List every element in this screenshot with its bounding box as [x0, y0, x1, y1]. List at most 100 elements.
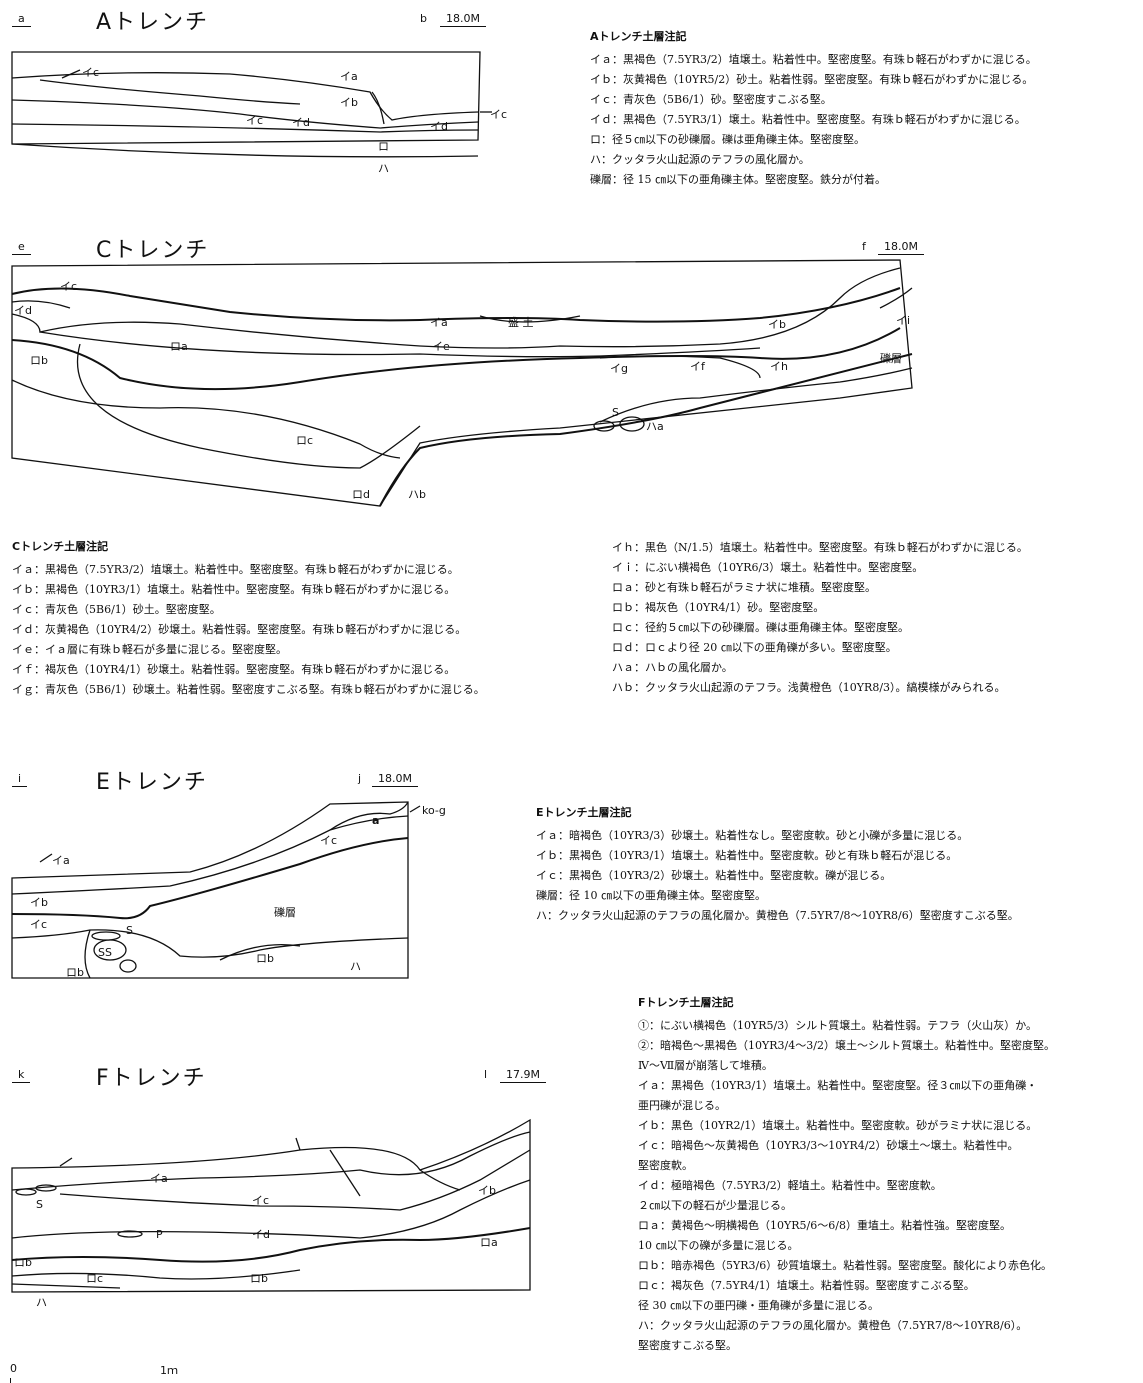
trench-a-start-point: a: [12, 12, 31, 27]
trench-a-label-ha: ハ: [378, 162, 389, 175]
trench-e-boundary-6: [329, 801, 409, 831]
trench-f-end-point: l: [484, 1068, 488, 1081]
trench-c-legend-right: イｈ：黒色（N/1.5）埴壌土。粘着性中。堅密度堅。有珠ｂ軽石がわずかに混じる。…: [612, 538, 1028, 698]
legend-entry: ハｂ：クッタラ火山起源のテフラ。浅黄橙色（10YR8/3）。縞模様がみられる。: [612, 681, 1006, 694]
legend-entry: ①：にぶい横褐色（10YR5/3）シルト質壌土。粘着性弱。テフラ（火山灰）か。: [638, 1019, 1038, 1032]
trench-f-boundary-5: [11, 1269, 301, 1280]
legend-entry: ②：暗褐色～黒褐色（10YR3/4～3/2）壌土～シルト質壌土。粘着性中。堅密度…: [638, 1039, 1055, 1052]
trench-a-legend: Aトレンチ土層注記 イａ：黒褐色（7.5YR3/2）埴壌土。粘着性中。堅密度堅。…: [590, 28, 1037, 190]
legend-entry: ロｂ：暗赤褐色（5YR3/6）砂質埴壌土。粘着性弱。堅密度堅。酸化により赤色化。: [638, 1259, 1053, 1272]
trench-a-section: イc イa イb イc イd イd イc ロ ハ: [11, 51, 507, 175]
legend-entry: イｂ：黒色（10YR2/1）埴壌土。粘着性中。堅密度軟。砂がラミナ状に混じる。: [638, 1119, 1038, 1132]
trench-e-label-ib: イb: [30, 896, 48, 909]
legend-entry: イｃ：暗褐色～灰黄褐色（10YR3/3～10YR4/2）砂壌土～壌土。粘着性中。: [638, 1139, 1019, 1152]
trench-c-legend-title: Cトレンチ土層注記: [12, 540, 109, 553]
legend-entry: ハ：クッタラ火山起源のテフラの風化層か。: [590, 153, 810, 166]
trench-c-label-ic: イc: [60, 280, 77, 293]
trench-f-section: イa イb イc イd ロa ロb ロb ロc ハ S P: [11, 1118, 531, 1309]
trench-f-outline: [11, 1118, 531, 1293]
trench-f-label-roc: ロc: [86, 1272, 103, 1285]
legend-entry: 亜円礫が混じる。: [638, 1099, 726, 1112]
trench-e-elevation: 18.0M: [372, 772, 418, 787]
trench-f-legend: Fトレンチ土層注記 ①：にぶい横褐色（10YR5/3）シルト質壌土。粘着性弱。テ…: [638, 994, 1055, 1356]
trench-e-label-ic-left: イc: [30, 918, 47, 931]
legend-entry: イｉ：にぶい横褐色（10YR6/3）壌土。粘着性中。堅密度堅。: [612, 561, 924, 574]
trench-c-outline: [11, 259, 913, 507]
trench-e-boundary-2: [11, 837, 409, 920]
trench-e-start-point: i: [12, 772, 28, 787]
trench-c-label-ib: イb: [768, 318, 786, 331]
trench-c-label-if: イf: [690, 360, 706, 373]
legend-entry: 堅密度すこぶる堅。: [638, 1339, 737, 1352]
trench-c-boundary-8: [379, 353, 913, 507]
trench-f-label-ib: イb: [478, 1184, 496, 1197]
legend-entry: ロａ：黄褐色～明横褐色（10YR5/6～6/8）重埴土。粘着性強。堅密度堅。: [638, 1219, 1011, 1232]
trench-e-section: イa イb イc イc a ko-g 礫層 SS S ロb ロb ハ: [11, 801, 446, 979]
trench-a-legend-title: Aトレンチ土層注記: [590, 30, 687, 43]
trench-c-moritsuchi: [479, 315, 581, 323]
trench-f-label-ha: ハ: [36, 1296, 47, 1309]
trench-c-end-point: f: [862, 240, 866, 253]
trench-e-label-kog: ko-g: [422, 804, 446, 817]
legend-entry: イｂ：黒褐色（10YR3/1）埴壌土。粘着性中。堅密度堅。有珠ｂ軽石がわずかに混…: [12, 583, 456, 596]
trench-c-label-gravel: 礫層: [880, 351, 902, 365]
trench-c-section: イc イd ロa ロb イa 盛 土 イb イe イg イf イh イi 礫層 …: [11, 259, 913, 507]
trench-e-label-ss: SS: [98, 946, 112, 959]
trench-c-boundary-11: [879, 287, 913, 309]
legend-entry: ロｂ：褐灰色（10YR4/1）砂。堅密度堅。: [612, 601, 825, 614]
trench-e-label-rob-left: ロb: [66, 966, 84, 979]
trench-e-boundary-1: [11, 815, 409, 895]
trench-c-label-rob: ロb: [30, 354, 48, 367]
trench-c-label-roa: ロa: [170, 340, 188, 353]
trench-a-base: [11, 143, 479, 158]
trench-e-label-gravel: 礫層: [274, 905, 296, 919]
legend-entry: 堅密度軟。: [638, 1159, 693, 1172]
legend-entry: 礫層：径 10 ㎝以下の亜角礫主体。堅密度堅。: [536, 889, 766, 902]
legend-entry: ロｃ：径約５㎝以下の砂礫層。礫は亜角礫主体。堅密度堅。: [612, 621, 909, 634]
trench-f-label-rob-left: ロb: [14, 1256, 32, 1269]
trench-f-label-p: P: [156, 1228, 163, 1241]
legend-entry: イｇ：青灰色（5B6/1）砂壌土。粘着性弱。堅密度すこぶる堅。有珠ｂ軽石がわずか…: [12, 683, 485, 696]
trench-c-boundary-3: [11, 267, 901, 349]
trench-c-label-hab: ハb: [408, 488, 426, 501]
legend-entry: イｄ：黒褐色（7.5YR3/1）壌土。粘着性中。堅密度堅。有珠ｂ軽石がわずかに混…: [590, 113, 1026, 126]
legend-entry: ハ：クッタラ火山起源のテフラの風化層か。黄橙色（7.5YR7/8～10YR8/6…: [536, 909, 1019, 922]
legend-entry: イａ：黒褐色（7.5YR3/2）埴壌土。粘着性中。堅密度堅。有珠ｂ軽石がわずかに…: [590, 53, 1037, 66]
trench-c-title: Cトレンチ: [96, 238, 210, 263]
trench-c-label-ig: イg: [610, 362, 628, 375]
legend-entry: ハａ：ハｂの風化層か。: [612, 661, 733, 674]
trench-c-label-id: イd: [14, 304, 32, 317]
trench-f-elevation: 17.9M: [500, 1068, 546, 1083]
trench-a-label-ic-mid: イc: [246, 114, 263, 127]
trench-c-label-ii: イi: [896, 314, 910, 327]
legend-entry: イｃ：黒褐色（10YR3/2）砂壌土。粘着性中。堅密度軟。礫が混じる。: [536, 869, 892, 882]
trench-e-label-ha: ハ: [350, 960, 361, 973]
trench-e-boundary-3: [11, 929, 409, 958]
trench-e-boundary-4: [84, 929, 91, 979]
trench-f-boundary-8: [419, 1169, 461, 1191]
trench-e-title: Eトレンチ: [96, 770, 208, 795]
legend-entry: イｂ：灰黄褐色（10YR5/2）砂土。粘着性弱。堅密度堅。有珠ｂ軽石がわずかに混…: [590, 73, 1034, 86]
trench-c-label-ih: イh: [770, 360, 788, 373]
trench-f-boundary-6: [11, 1283, 121, 1289]
trench-c-label-ie: イe: [432, 340, 450, 353]
trench-f-boundary-3: [11, 1179, 531, 1239]
trench-c-boundary-2: [11, 300, 71, 309]
trench-c-boundary-10: [599, 355, 761, 379]
trench-c-label-moritsuchi: 盛 土: [508, 315, 534, 329]
legend-entry: Ⅳ～Ⅶ層が崩落して堆積。: [638, 1059, 773, 1072]
legend-entry: ロｃ：褐灰色（7.5YR4/1）埴壌土。粘着性弱。堅密度すこぶる堅。: [638, 1279, 975, 1292]
trench-f-boundary-7: [329, 1149, 361, 1197]
trench-f-boundary-4: [11, 1227, 531, 1263]
trench-c-label-roc: ロc: [296, 434, 313, 447]
trench-a-boundary-1: [11, 72, 479, 121]
trench-e-label-ic-right: イc: [320, 834, 337, 847]
legend-entry: 礫層：径 15 ㎝以下の亜角礫主体。堅密度堅。鉄分が付着。: [590, 173, 886, 186]
trench-f-boundary-1: [11, 1131, 531, 1191]
trench-f-marker-1: [295, 1137, 301, 1151]
legend-entry: イｅ：イａ層に有珠ｂ軽石が多量に混じる。堅密度堅。: [12, 643, 287, 656]
legend-entry: イａ：黒褐色（7.5YR3/2）埴壌土。粘着性中。堅密度堅。有珠ｂ軽石がわずかに…: [12, 563, 459, 576]
trench-c-label-ia: イa: [430, 316, 448, 329]
trench-a-label-ic-left: イc: [82, 66, 99, 79]
legend-entry: イｃ：青灰色（5B6/1）砂土。堅密度堅。: [12, 603, 221, 616]
